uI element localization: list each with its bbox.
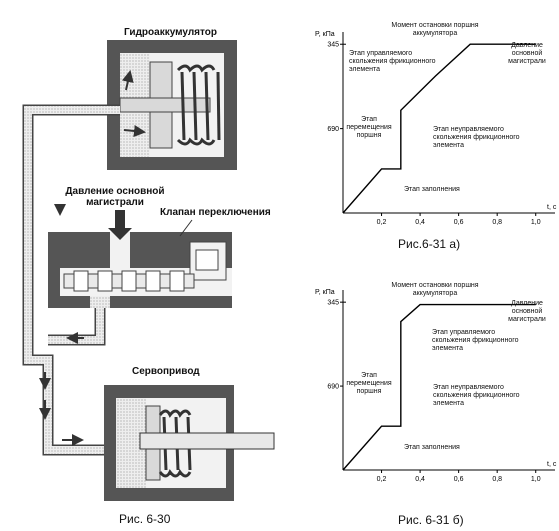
chart-b-caption: Рис. 6-31 б) xyxy=(398,513,464,527)
chart-b-title: Момент остановки поршня аккумулятора xyxy=(391,282,479,297)
chart-b-series-line xyxy=(342,303,536,471)
chart-b-xtick-label: 0,4 xyxy=(415,476,425,483)
chart-b-xlabel: t, с xyxy=(547,461,557,468)
chart-a-annot-main-pressure: Давление основной магистрали xyxy=(508,42,546,65)
chart-a-annot-uncontrolled: Этап неуправляемого скольжения фрикционн… xyxy=(433,126,520,149)
chart-a-xlabel: t, с xyxy=(547,204,557,211)
chart-b-ytick-label: 690 xyxy=(327,384,339,391)
chart-a-ytick-label: 345 xyxy=(327,42,339,49)
chart-a-ytick-label: 690 xyxy=(327,126,339,133)
chart-b-annot-piston: Этап перемещения поршня xyxy=(346,372,392,395)
chart-a-xtick-label: 0,2 xyxy=(377,219,387,226)
main-pressure-label: Давление основной магистрали xyxy=(65,186,165,208)
chart-a-xtick-label: 0,6 xyxy=(454,219,464,226)
switch-valve xyxy=(48,232,232,308)
main-pressure-arrow xyxy=(108,210,132,240)
accumulator-title: Гидроаккумулятор xyxy=(124,27,217,38)
chart-b-xtick-label: 0,6 xyxy=(454,476,464,483)
chart-b-annot-fill: Этап заполнения xyxy=(404,444,460,451)
chart-a-xtick-label: 0,8 xyxy=(492,219,502,226)
chart-a-series-line xyxy=(342,43,536,214)
chart-b-ytick-label: 345 xyxy=(327,300,339,307)
chart-b-xtick-label: 1,0 xyxy=(531,476,541,483)
chart-b-annot-uncontrolled: Этап неуправляемого скольжения фрикционн… xyxy=(433,384,520,407)
chart-a-annot-piston: Этап перемещения поршня xyxy=(346,116,392,139)
chart-b-xtick-label: 0,8 xyxy=(492,476,502,483)
chart-b-ylabel: P, кПа xyxy=(315,289,335,296)
chart-a-xtick-label: 1,0 xyxy=(531,219,541,226)
chart-b-xtick-label: 0,2 xyxy=(377,476,387,483)
chart-b-annot-main-pressure: Давление основной магистрали xyxy=(508,300,546,323)
switch-valve-label: Клапан переключения xyxy=(160,207,271,218)
accumulator xyxy=(107,40,237,170)
hydraulic-line xyxy=(22,104,120,456)
servo xyxy=(104,385,275,501)
chart-a-ylabel: P, кПа xyxy=(315,31,335,38)
chart-a-annot-controlled: Этап управляемого скольжения фрикционног… xyxy=(349,50,436,73)
chart-a-title: Момент остановки поршня аккумулятора xyxy=(391,22,479,37)
servo-label: Сервопривод xyxy=(132,366,200,377)
figure-caption-left: Рис. 6-30 xyxy=(119,512,171,526)
valve-pointer xyxy=(179,219,193,237)
chart-a-caption: Рис.6-31 а) xyxy=(398,237,461,251)
chart-b-annot-controlled: Этап управляемого скольжения фрикционног… xyxy=(432,329,519,352)
chart-a-annot-fill: Этап заполнения xyxy=(404,186,460,193)
accumulator-spring xyxy=(176,64,221,146)
chart-a-xtick-label: 0,4 xyxy=(415,219,425,226)
